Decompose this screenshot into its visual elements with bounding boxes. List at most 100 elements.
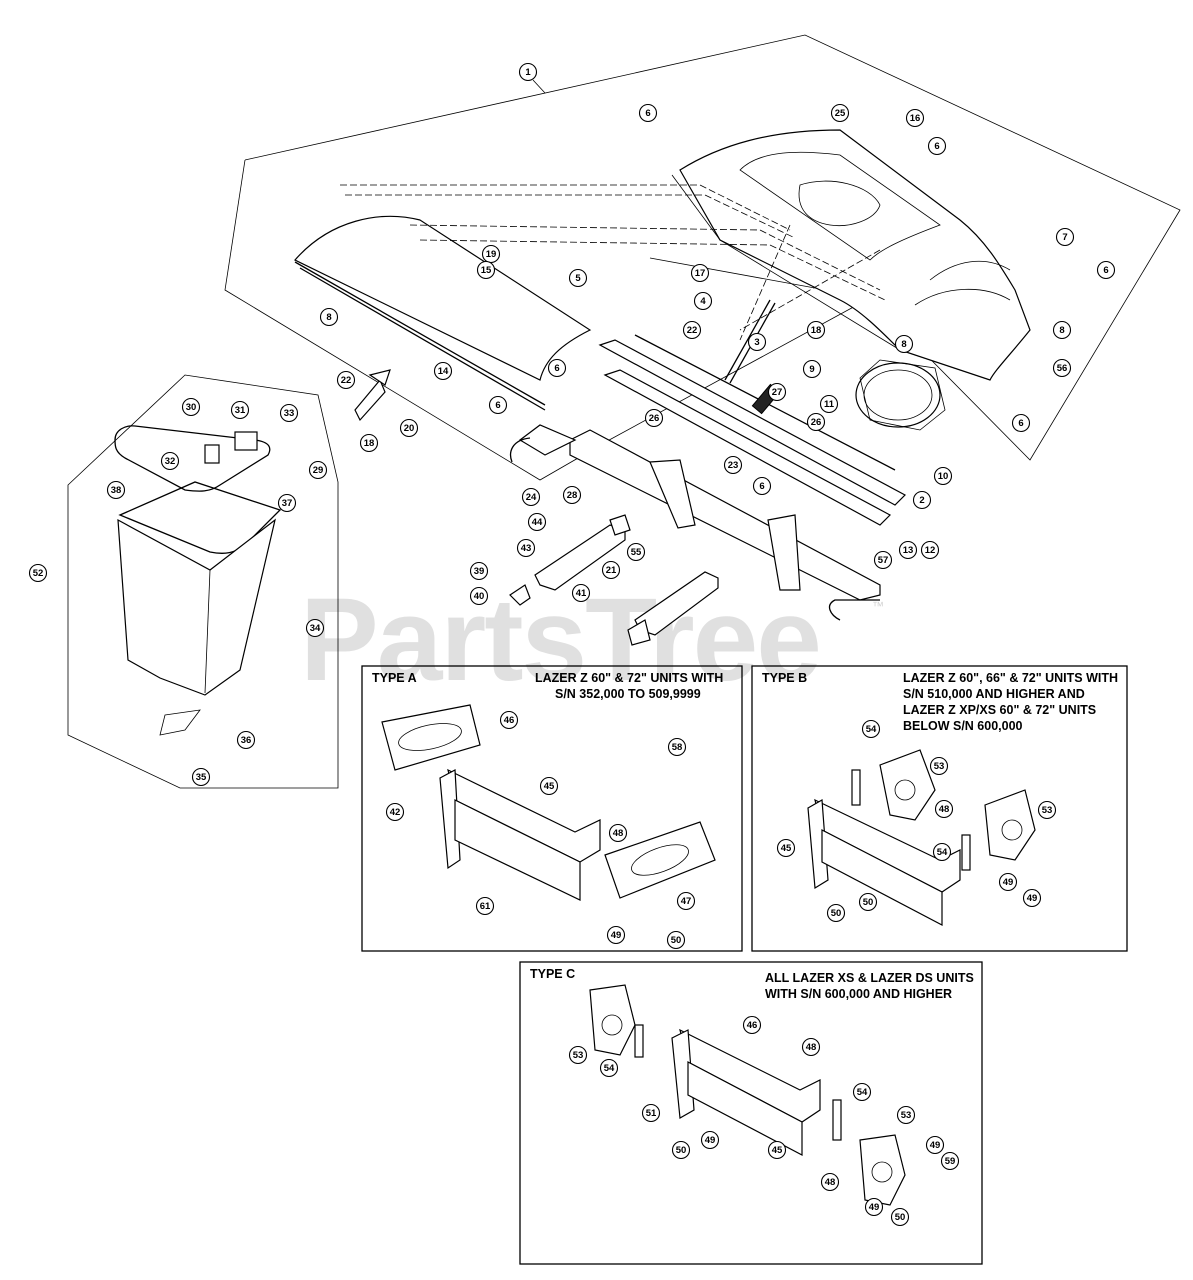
callout-39: 39: [469, 561, 489, 581]
callout-circle: [802, 359, 822, 379]
callout-circle: [806, 320, 826, 340]
callout-54: 54: [599, 1058, 619, 1078]
callout-label: 49: [705, 1135, 716, 1146]
callout-label: 25: [835, 108, 846, 119]
type-a-note-line-1: LAZER Z 60" & 72" UNITS WITH: [535, 671, 723, 685]
callout-52: 52: [28, 563, 48, 583]
callout-50: 50: [671, 1140, 691, 1160]
callout-circle: [752, 476, 772, 496]
callout-circle: [905, 108, 925, 128]
callout-circle: [894, 334, 914, 354]
callout-48: 48: [608, 823, 628, 843]
callout-13: 13: [898, 540, 918, 560]
callout-6: 6: [1011, 413, 1031, 433]
callout-circle: [890, 1207, 910, 1227]
callout-label: 54: [866, 724, 877, 735]
callout-label: 46: [504, 715, 515, 726]
callout-6: 6: [488, 395, 508, 415]
callout-15: 15: [476, 260, 496, 280]
callout-circle: [433, 361, 453, 381]
callout-label: 12: [925, 545, 936, 556]
callout-label: 21: [606, 565, 617, 576]
callout-label: 6: [1103, 265, 1108, 276]
callout-circle: [181, 397, 201, 417]
callout-label: 49: [869, 1202, 880, 1213]
callout-circle: [666, 930, 686, 950]
callout-circle: [864, 1197, 884, 1217]
callout-label: 45: [781, 843, 792, 854]
callout-label: 19: [486, 249, 497, 260]
callout-circle: [819, 394, 839, 414]
callout-25: 25: [830, 103, 850, 123]
callout-57: 57: [873, 550, 893, 570]
callout-label: 43: [521, 543, 532, 554]
callout-circle: [776, 838, 796, 858]
callout-label: 11: [824, 399, 835, 410]
callout-label: 49: [1027, 893, 1038, 904]
callout-circle: [277, 493, 297, 513]
callout-label: 37: [282, 498, 293, 509]
callout-23: 23: [723, 455, 743, 475]
callout-label: 6: [645, 108, 650, 119]
callout-circle: [319, 307, 339, 327]
callout-circle: [830, 103, 850, 123]
callout-label: 45: [772, 1145, 783, 1156]
callout-circle: [601, 560, 621, 580]
callout-47: 47: [676, 891, 696, 911]
callout-label: 6: [1018, 418, 1023, 429]
callout-label: 45: [544, 781, 555, 792]
callout-circle: [626, 542, 646, 562]
callout-circle: [305, 618, 325, 638]
callout-label: 39: [474, 566, 485, 577]
callout-9: 9: [802, 359, 822, 379]
callout-label: 53: [1042, 805, 1053, 816]
callout-circle: [801, 1037, 821, 1057]
callout-circle: [1022, 888, 1042, 908]
callout-label: 46: [747, 1020, 758, 1031]
callout-31: 31: [230, 400, 250, 420]
callout-label: 4: [700, 296, 706, 307]
callout-circle: [476, 260, 496, 280]
callout-44: 44: [527, 512, 547, 532]
callout-circle: [925, 1135, 945, 1155]
callout-59: 59: [940, 1151, 960, 1171]
callout-label: 47: [681, 896, 692, 907]
callout-label: 20: [404, 423, 415, 434]
callout-circle: [191, 767, 211, 787]
callout-label: 51: [646, 1108, 657, 1119]
callout-circle: [896, 1105, 916, 1125]
callout-label: 53: [901, 1110, 912, 1121]
callout-label: 32: [165, 456, 176, 467]
callout-6: 6: [927, 136, 947, 156]
callout-label: 17: [695, 268, 706, 279]
callout-label: 41: [576, 588, 587, 599]
callout-circle: [676, 891, 696, 911]
callout-label: 8: [1059, 325, 1064, 336]
callout-label: 55: [631, 547, 642, 558]
callout-6: 6: [547, 358, 567, 378]
callout-label: 50: [676, 1145, 687, 1156]
callout-label: 6: [554, 363, 559, 374]
callout-label: 48: [613, 828, 624, 839]
callout-label: 10: [938, 471, 949, 482]
callout-circle: [160, 451, 180, 471]
callout-circle: [469, 561, 489, 581]
callout-circle: [521, 487, 541, 507]
callout-circle: [932, 842, 952, 862]
callout-40: 40: [469, 586, 489, 606]
type-a-label: TYPE A: [372, 671, 417, 685]
callout-label: 53: [573, 1050, 584, 1061]
callout-label: 15: [481, 265, 492, 276]
callout-label: 38: [111, 485, 122, 496]
callout-circle: [608, 823, 628, 843]
callout-label: 49: [1003, 877, 1014, 888]
callout-6: 6: [1096, 260, 1116, 280]
callout-48: 48: [801, 1037, 821, 1057]
type-c-label: TYPE C: [530, 967, 575, 981]
callout-33: 33: [279, 403, 299, 423]
callout-18: 18: [359, 433, 379, 453]
callout-circle: [1037, 800, 1057, 820]
callout-label: 36: [241, 735, 252, 746]
callout-label: 6: [934, 141, 939, 152]
callout-53: 53: [929, 756, 949, 776]
